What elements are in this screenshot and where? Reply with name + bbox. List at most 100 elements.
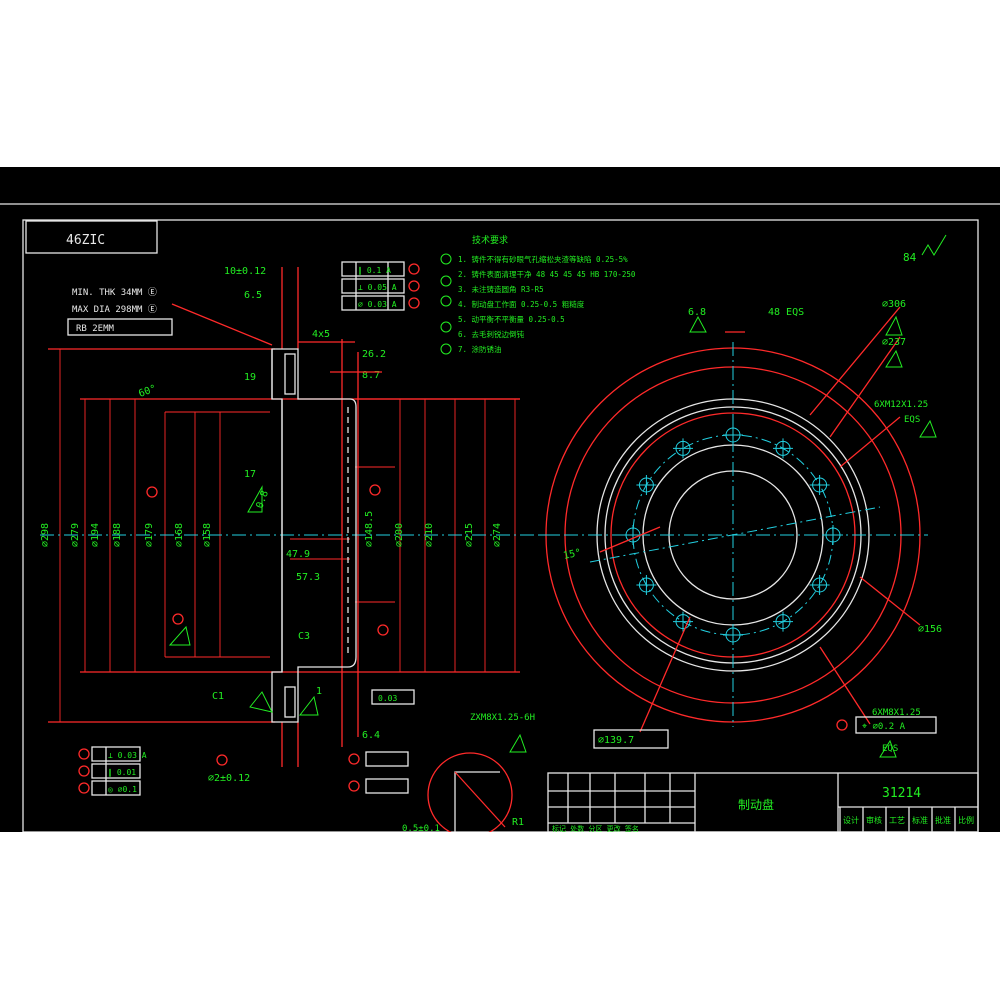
dim-17: 17 (244, 469, 256, 480)
circle-label-d156: ⌀156 (918, 624, 942, 635)
circle-label-bottom-eqs: EQS (882, 744, 898, 754)
fcf-top-3: ⌀ 0.03 A (358, 300, 397, 309)
dim-8-7: 8.7 (362, 370, 380, 381)
fcf-bottom-group: 0.03 (348, 689, 415, 794)
dim-6-5: 6.5 (244, 290, 262, 301)
dim-c1: C1 (212, 691, 224, 702)
vertical-dim-label: ⌀215 (464, 523, 475, 547)
label-min-thk: MIN. THK 34MM Ⓔ (72, 287, 157, 298)
title-cell-label: 设计 (843, 815, 859, 825)
dim-57-3: 57.3 (296, 572, 320, 583)
dim-4x5: 4x5 (312, 329, 330, 340)
dim-r1: R1 (512, 817, 524, 828)
vertical-dim-label: ⌀210 (424, 523, 435, 547)
note-marker-icon (440, 253, 452, 265)
note-line: 6. 去毛刺锐边倒钝 (458, 329, 525, 339)
cad-drawing-canvas: 46ZIC 84 技术要求 1. 铸件不得有砂眼气孔缩松夹渣等缺陷 0.25-5… (0, 203, 1000, 832)
dim-26-2: 26.2 (362, 349, 386, 360)
vertical-dim-label: ⌀179 (144, 523, 155, 547)
note-line: 3. 未注铸造圆角 R3-R5 (458, 284, 544, 294)
detail-profile (454, 771, 500, 832)
grade-box (67, 318, 173, 336)
title-part-no: 31214 (882, 786, 921, 801)
fcf-right: ⌖ ⌀0.2 A (862, 722, 906, 732)
label-grade: RB 2EMM (76, 324, 115, 334)
note-line: 1. 铸件不得有砂眼气孔缩松夹渣等缺陷 0.25-5% (458, 254, 628, 264)
detail-circle (427, 752, 513, 832)
top-left-box (25, 220, 158, 254)
notes-list: 1. 铸件不得有砂眼气孔缩松夹渣等缺陷 0.25-5% 2. 铸件表面清理干净 4… (458, 254, 636, 354)
vertical-dim-label: ⌀158 (202, 523, 213, 547)
note-line: 4. 制动盘工作面 0.25-0.5 粗糙度 (458, 299, 585, 309)
circle-label-center: ZXM8X1.25-6H (470, 713, 535, 723)
vertical-dim-label: ⌀148.5 (364, 511, 375, 547)
vertical-dim-label: ⌀168 (174, 523, 185, 547)
title-cell-label: 比例 (958, 815, 974, 825)
vertical-dim-labels: ⌀298 ⌀279 ⌀194 ⌀188 ⌀179 ⌀168 ⌀158 ⌀148.5 ⌀200 ⌀2… (40, 511, 503, 547)
vertical-dim-label: ⌀194 (90, 523, 101, 547)
note-marker-icon (440, 321, 452, 333)
circle-label-d237: ⌀237 (882, 337, 906, 348)
section-view (40, 267, 560, 767)
circle-label-bottom-note: 6XM8X1.25 (872, 708, 921, 718)
pcd-box (593, 729, 669, 749)
title-table-row: 标记 处数 分区 更改 签名 (552, 824, 639, 832)
circle-label-top-a: 6.8 (688, 307, 706, 318)
dim-top: 10±0.12 (224, 266, 266, 277)
circle-label-angle: 15° (562, 547, 582, 562)
vertical-dim-label: ⌀188 (112, 523, 123, 547)
circle-label-d306: ⌀306 (882, 299, 906, 310)
dim-60deg: 60° (137, 383, 158, 400)
label-max-dia: MAX DIA 298MM Ⓔ (72, 304, 157, 315)
title-bottom-cells: 设计审核工艺标准批准比例 (839, 807, 974, 832)
drawing-border (22, 219, 979, 832)
title-cell-label: 审核 (866, 815, 882, 825)
dim-1: 1 (316, 686, 322, 697)
fcf-left-2: ∥ 0.01 (108, 768, 136, 777)
note-line: 2. 铸件表面清理干净 48 45 45 45 HB 170-250 (458, 269, 636, 279)
dim-6-4: 6.4 (362, 730, 380, 741)
note-line: 5. 动平衡不平衡量 0.25-0.5 (458, 314, 565, 324)
dim-47-9: 47.9 (286, 549, 310, 560)
title-block: 标记 处数 分区 更改 签名 制动盘 31214 设计审核工艺标准批准比例 (547, 772, 979, 832)
title-cell-label: 标准 (912, 815, 928, 825)
leader-line (171, 303, 273, 346)
dim-19: 19 (244, 372, 256, 383)
fcf-left-1: ⊥ 0.03 A (108, 751, 147, 760)
top-right-symbol-label: 84 (903, 251, 917, 264)
fcf-left-3: ◎ ⌀0.1 (108, 785, 137, 794)
circle-label-holes: 6XM12X1.25 (874, 400, 928, 410)
roughness-icon (921, 234, 947, 256)
vertical-dim-label: ⌀274 (492, 523, 503, 547)
chamfer-note: 0.5±0.1 (402, 824, 440, 832)
fcf-top-1: ∥ 0.1 A (358, 266, 391, 275)
dim-0-8: 0.8 (254, 489, 271, 510)
fcf-left-group: ⊥ 0.03 A ∥ 0.01 ◎ ⌀0.1 (78, 746, 147, 796)
title-name: 制动盘 (738, 797, 774, 812)
fcf-right-box (855, 716, 937, 734)
note-marker-icon (440, 295, 452, 307)
note-marker-icon (440, 343, 452, 355)
note-marker-icon (836, 719, 848, 731)
circle-label-top-b: 48 EQS (768, 307, 804, 318)
circle-label-pcd: ⌀139.7 (598, 735, 634, 746)
front-view (509, 306, 937, 758)
dim-c3: C3 (298, 631, 310, 642)
note-marker-icon (440, 275, 452, 287)
fcf-top-2: ⊥ 0.05 A (358, 283, 397, 292)
title-cell-label: 工艺 (889, 816, 905, 825)
title-cell-label: 批准 (935, 815, 951, 825)
bolt-holes (623, 425, 843, 645)
circle-label-holes-eqs: EQS (904, 415, 920, 425)
dim-bottom: ⌀2±0.12 (208, 773, 250, 784)
vertical-dim-label: ⌀298 (40, 523, 51, 547)
detail-leader (454, 771, 506, 828)
notes-title: 技术要求 (472, 234, 508, 246)
note-line: 7. 涂防锈油 (458, 344, 502, 354)
fcf-tol-bottom: 0.03 (378, 694, 397, 703)
fcf-top-group: ∥ 0.1 A ⊥ 0.05 A ⌀ 0.03 A (341, 261, 420, 311)
cad-drawing-viewport[interactable]: 46ZIC 84 技术要求 1. 铸件不得有砂眼气孔缩松夹渣等缺陷 0.25-5… (0, 167, 1000, 832)
vertical-dim-label: ⌀200 (394, 523, 405, 547)
top-left-box-label: 46ZIC (66, 233, 105, 248)
vertical-dim-label: ⌀279 (70, 523, 81, 547)
